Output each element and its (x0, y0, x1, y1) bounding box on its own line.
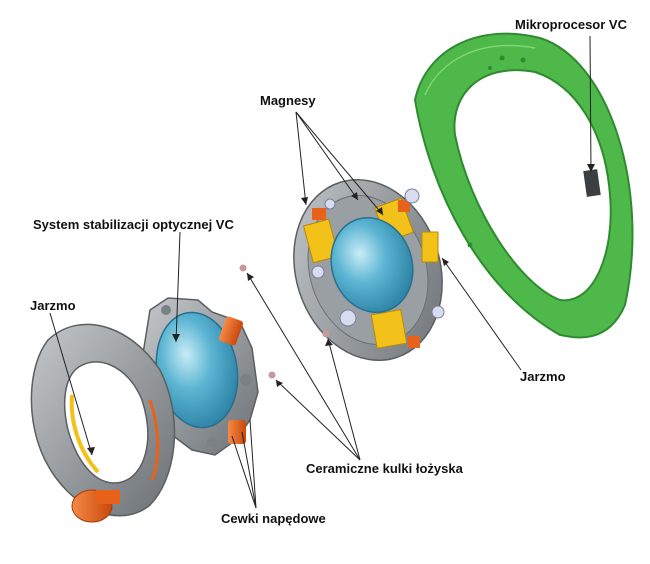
magnet (370, 309, 408, 349)
label-mikroprocesor: Mikroprocesor VC (515, 17, 627, 32)
pcb-ring (413, 32, 634, 339)
leader-arrowheads (87, 164, 595, 455)
label-magnesy: Magnesy (260, 93, 316, 108)
magnet (302, 218, 340, 264)
label-jarzmo-left: Jarzmo (30, 298, 76, 313)
label-system-stabilizacji: System stabilizacji optycznej VC (33, 217, 234, 232)
magnet-assembly (293, 178, 445, 362)
microprocessor-chip (583, 169, 601, 197)
magnet (421, 231, 439, 263)
leader-lines (49, 35, 592, 509)
label-ceramiczne-kulki: Ceramiczne kulki łożyska (306, 461, 463, 476)
drive-coil (218, 316, 244, 346)
label-cewki-napedowe: Cewki napędowe (221, 511, 326, 526)
lens-element (330, 216, 414, 314)
ceramic-balls (239, 264, 330, 379)
label-jarzmo-right: Jarzmo (520, 369, 566, 384)
